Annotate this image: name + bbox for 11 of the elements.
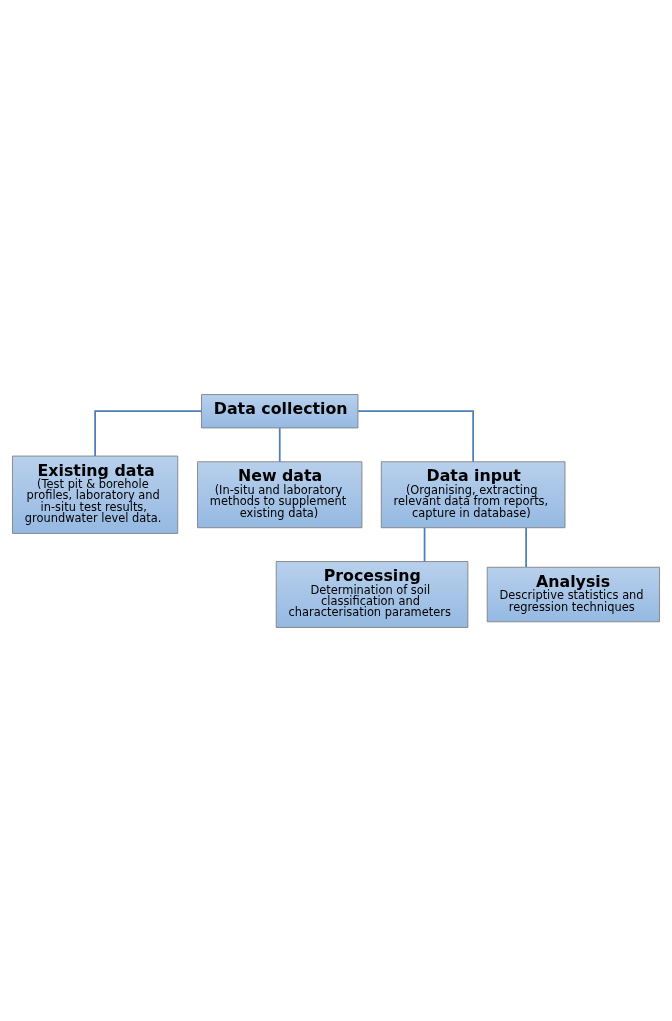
node-box: Data collection [201, 393, 359, 428]
node-box: Existing data (Test pit & borehole profiles, laboratory and in-situ test results, groundwater level data. [12, 455, 179, 534]
connector [357, 409, 474, 463]
node-box: New data (In-situ and laboratory methods to supplement existing data) [197, 460, 363, 528]
node-box: Data input (Organising, extracting relevant data from reports, capture in database) [380, 460, 566, 528]
connector [525, 526, 527, 568]
node-box: Analysis Descriptive statistics and regression techniques [486, 566, 660, 622]
connector [278, 426, 281, 462]
connector [423, 526, 426, 562]
connector [94, 409, 203, 457]
node-box: Processing Determination of soil classification and characterisation parameters [275, 560, 469, 628]
